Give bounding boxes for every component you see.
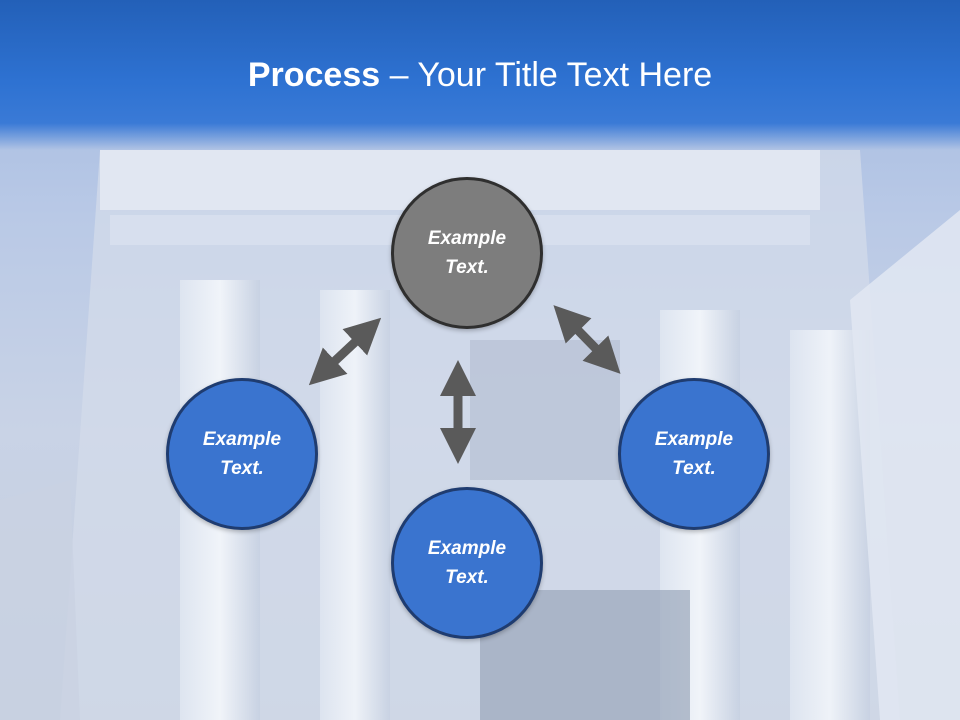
title-rest-part: – Your Title Text Here [380,56,713,94]
bottom-node: Example Text. [391,487,543,639]
title-bold-part: Process [247,56,381,94]
left-node-line1: Example [202,429,282,450]
right-node: Example Text. [618,378,770,530]
bottom-node-line2: Text. [445,567,489,588]
slide-title: Process – Your Title Text Here [0,52,960,98]
bottom-node-line1: Example [427,538,507,559]
title-band [0,0,960,150]
left-node-line2: Text. [220,458,264,479]
center-node-line2: Text. [445,257,489,278]
right-node-line2: Text. [672,458,716,479]
center-node-line1: Example [427,228,507,249]
center-node: Example Text. [391,177,543,329]
left-node: Example Text. [166,378,318,530]
right-node-line1: Example [654,429,734,450]
